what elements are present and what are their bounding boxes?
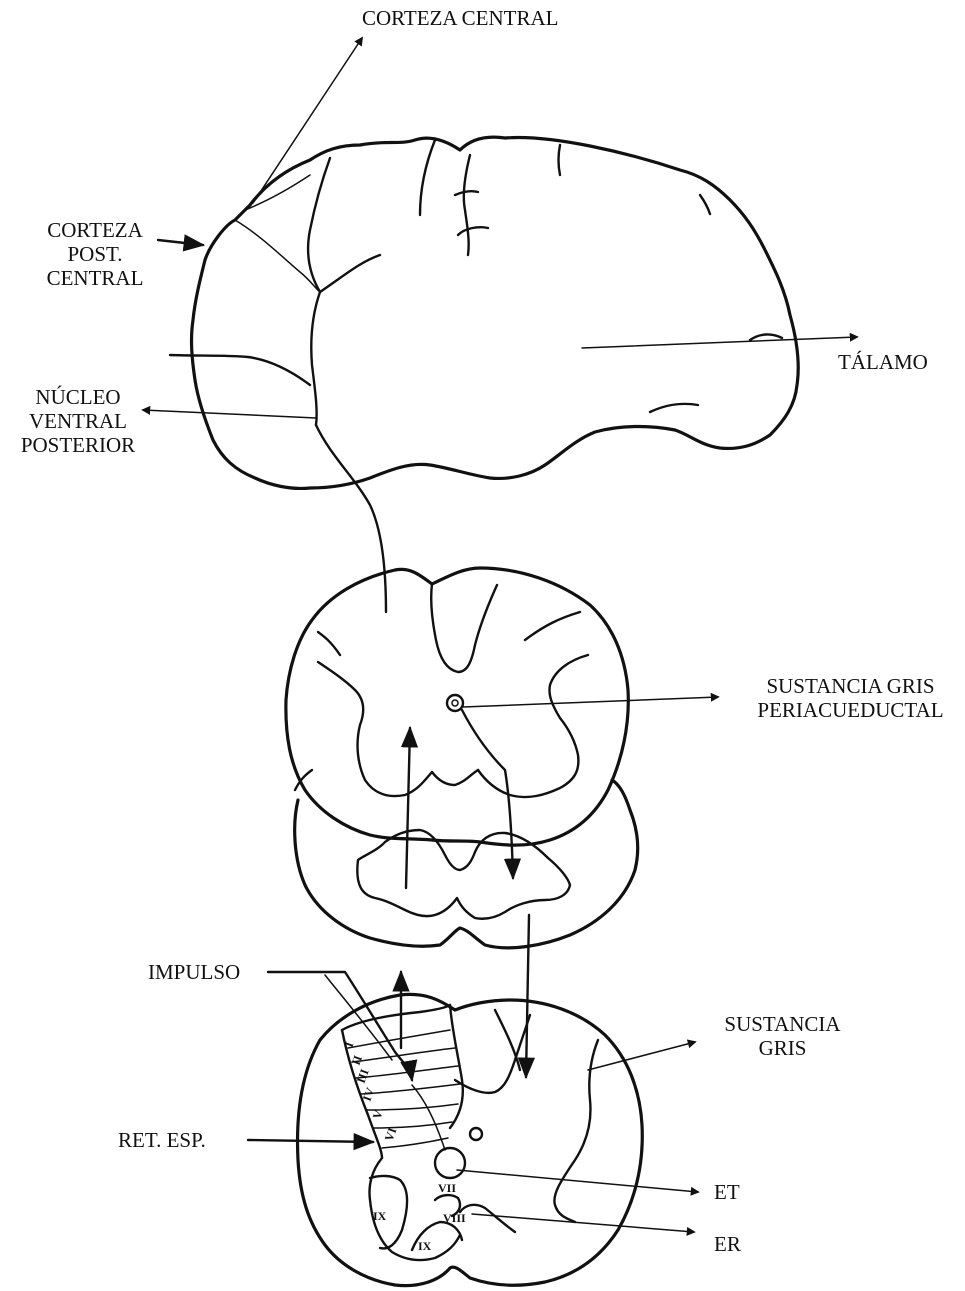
et-arrow	[457, 1170, 698, 1192]
label-ret-esp: RET. ESP.	[118, 1128, 206, 1152]
label-corteza-post-central-line3: CENTRAL	[30, 266, 160, 290]
label-corteza-central: CORTEZA CENTRAL	[362, 6, 559, 30]
label-corteza-post-central-line2: POST.	[30, 242, 160, 266]
label-sustancia-gris-line2: GRIS	[705, 1036, 860, 1060]
label-nucleo-line1: NÚCLEO	[8, 385, 148, 409]
label-sgp-line1: SUSTANCIA GRIS	[738, 674, 963, 698]
impulse-fiber	[268, 972, 412, 1080]
midbrain-upper-section	[286, 568, 628, 845]
label-corteza-post-central-line1: CORTEZA	[30, 218, 160, 242]
lamina-label-ix-right: IX	[418, 1239, 432, 1253]
nucleo-ventral-posterior-arrow	[143, 410, 316, 418]
lamina-label-i: I	[342, 1040, 357, 1049]
pag-label-arrow	[463, 697, 718, 707]
lamina-label-ix-left: IX	[373, 1209, 387, 1223]
sustancia-gris-arrow	[588, 1042, 695, 1070]
spinal-cord-section: I II III IV V VI VII IX VIII IX	[298, 994, 643, 1285]
ascending-fiber	[316, 425, 386, 612]
label-nucleo-ventral-posterior: NÚCLEO VENTRAL POSTERIOR	[8, 385, 148, 457]
label-impulso: IMPULSO	[148, 960, 240, 984]
brain-outline	[170, 137, 798, 488]
er-arrow	[472, 1214, 694, 1232]
label-sgp-line2: PERIACUEDUCTAL	[738, 698, 963, 722]
descending-fiber-to-spinal	[526, 915, 529, 1077]
talamo-arrow	[582, 337, 857, 348]
medulla-section	[295, 770, 638, 948]
ret-esp-arrow	[248, 1140, 373, 1142]
label-nucleo-line3: POSTERIOR	[8, 433, 148, 457]
lamina-label-viii: VIII	[443, 1211, 466, 1225]
lamina-label-vii: VII	[438, 1181, 456, 1195]
label-sustancia-gris: SUSTANCIA GRIS	[705, 1012, 860, 1060]
label-er: ER	[714, 1232, 741, 1256]
label-nucleo-line2: VENTRAL	[8, 409, 148, 433]
label-sustancia-gris-periacueductal: SUSTANCIA GRIS PERIACUEDUCTAL	[738, 674, 963, 722]
corteza-central-arrow	[253, 38, 362, 203]
label-corteza-post-central: CORTEZA POST. CENTRAL	[30, 218, 160, 290]
label-et: ET	[714, 1180, 740, 1204]
label-sustancia-gris-line1: SUSTANCIA	[705, 1012, 860, 1036]
corteza-post-central-arrow	[158, 240, 203, 245]
label-talamo: TÁLAMO	[838, 350, 928, 374]
ascending-arrow-midbrain	[406, 728, 410, 888]
